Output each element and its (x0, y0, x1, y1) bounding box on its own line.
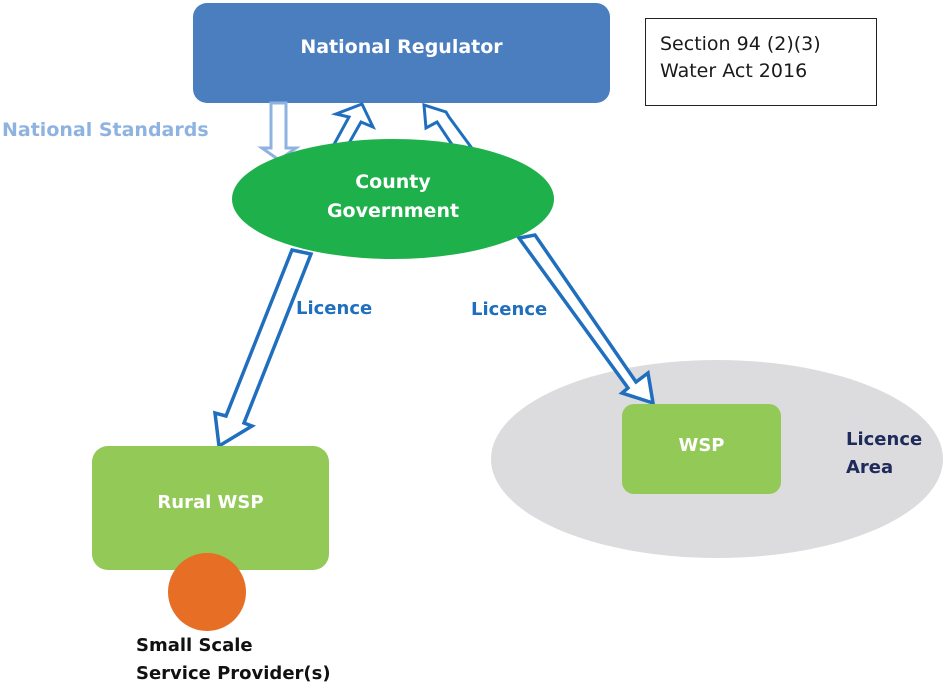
licence-label-right: Licence (471, 299, 548, 320)
licence-arrow-to-rural-wsp (212, 247, 314, 449)
county-to-regulator-arrow-right (422, 102, 474, 154)
legal-reference-line1: Section 94 (2)(3) (660, 33, 821, 55)
licence-area-line1: Licence (846, 429, 923, 450)
provider-label-line1: Small Scale (136, 635, 253, 656)
small-scale-provider-label: Small Scale Service Provider(s) (136, 632, 331, 688)
wsp-box[interactable] (622, 404, 781, 494)
county-government-ellipse[interactable] (232, 139, 554, 259)
legal-reference-box: Section 94 (2)(3) Water Act 2016 (645, 18, 877, 106)
national-regulator-label: National Regulator (300, 36, 503, 58)
licence-area-line2: Area (846, 457, 894, 478)
rural-wsp-box[interactable] (92, 446, 329, 570)
county-label-line1: County (355, 171, 431, 193)
licence-area-label: Licence Area (846, 426, 922, 482)
licence-label-left: Licence (296, 298, 373, 319)
national-regulator-box[interactable] (193, 3, 610, 103)
county-label-line2: Government (326, 200, 460, 222)
legal-reference-line2: Water Act 2016 (660, 60, 808, 82)
rural-wsp-label: Rural WSP (157, 492, 264, 513)
national-standards-label: National Standards (2, 119, 209, 141)
county-government-label: County Government (232, 168, 554, 226)
licence-arrow-to-wsp (515, 233, 656, 406)
wsp-label: WSP (678, 435, 725, 456)
provider-label-line2: Service Provider(s) (136, 663, 331, 684)
national-standards-arrow (257, 101, 301, 162)
small-scale-provider-circle[interactable] (168, 553, 246, 631)
